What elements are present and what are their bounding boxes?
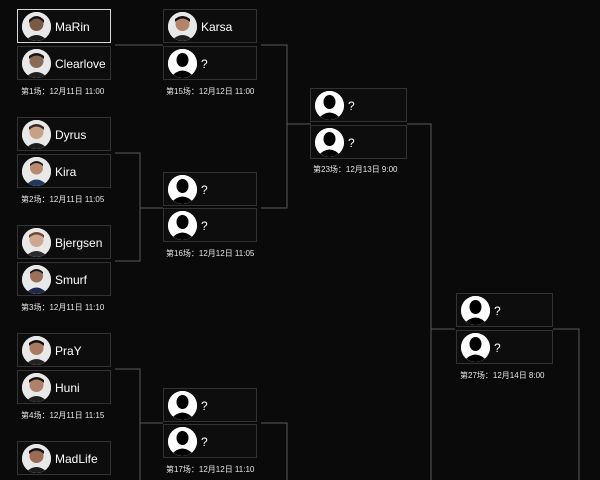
player-name: Karsa <box>201 20 233 34</box>
player-slot-tbd[interactable]: ? <box>456 330 553 364</box>
player-name: ? <box>348 99 355 113</box>
player-name: ? <box>348 136 355 150</box>
player-slot-tbd[interactable]: ? <box>310 125 407 159</box>
player-slot-huni[interactable]: Huni <box>17 370 111 404</box>
unknown-player-icon <box>315 91 344 120</box>
player-name: ? <box>494 304 501 318</box>
match-time: 第2场：12月11日 11:05 <box>21 195 105 204</box>
match-time: 第1场：12月11日 11:00 <box>21 87 105 96</box>
player-avatar <box>22 120 51 149</box>
player-name: Kira <box>55 165 77 179</box>
unknown-player-icon <box>461 296 490 325</box>
player-slot-tbd[interactable]: ? <box>163 388 257 422</box>
match-time: 第3场：12月11日 11:10 <box>21 303 105 312</box>
player-avatar <box>22 49 51 78</box>
player-slot-smurf[interactable]: Smurf <box>17 262 111 296</box>
player-name: ? <box>201 435 208 449</box>
player-name: Huni <box>55 381 80 395</box>
unknown-player-icon <box>168 211 197 240</box>
player-slot-marin[interactable]: MaRin <box>17 9 111 43</box>
player-name: PraY <box>55 344 82 358</box>
player-name: ? <box>201 57 208 71</box>
match-time: 第23场：12月13日 9:00 <box>313 165 398 174</box>
player-avatar <box>22 265 51 294</box>
player-avatar <box>168 12 197 41</box>
player-avatar <box>22 373 51 402</box>
unknown-player-icon <box>461 333 490 362</box>
player-name: ? <box>494 341 501 355</box>
match-time: 第15场：12月12日 11:00 <box>166 87 255 96</box>
match-time: 第17场：12月12日 11:10 <box>166 465 255 474</box>
player-name: ? <box>201 183 208 197</box>
player-slot-bjergsen[interactable]: Bjergsen <box>17 225 111 259</box>
player-avatar <box>22 157 51 186</box>
player-name: ? <box>201 219 208 233</box>
player-slot-pray[interactable]: PraY <box>17 333 111 367</box>
player-name: MadLife <box>55 452 98 466</box>
unknown-player-icon <box>168 49 197 78</box>
player-slot-kira[interactable]: Kira <box>17 154 111 188</box>
player-name: Smurf <box>55 273 88 287</box>
player-slot-tbd[interactable]: ? <box>163 172 257 206</box>
player-avatar <box>22 444 51 473</box>
player-slot-tbd[interactable]: ? <box>310 88 407 122</box>
player-name: Bjergsen <box>55 236 103 250</box>
player-name: Dyrus <box>55 128 87 142</box>
player-slot-madlife[interactable]: MadLife <box>17 441 111 475</box>
player-slot-tbd[interactable]: ? <box>163 208 257 242</box>
player-avatar <box>22 228 51 257</box>
player-slot-tbd[interactable]: ? <box>163 46 257 80</box>
player-slot-clearlove[interactable]: Clearlove <box>17 46 111 80</box>
match-time: 第4场：12月11日 11:15 <box>21 411 105 420</box>
player-name: ? <box>201 399 208 413</box>
player-slot-tbd[interactable]: ? <box>163 424 257 458</box>
player-slot-dyrus[interactable]: Dyrus <box>17 117 111 151</box>
match-time: 第16场：12月12日 11:05 <box>166 249 255 258</box>
unknown-player-icon <box>168 427 197 456</box>
match-time: 第27场：12月14日 8:00 <box>460 371 545 380</box>
player-name: Clearlove <box>55 57 106 71</box>
player-name: MaRin <box>55 20 90 34</box>
unknown-player-icon <box>168 391 197 420</box>
unknown-player-icon <box>168 175 197 204</box>
player-avatar <box>22 336 51 365</box>
player-slot-karsa[interactable]: Karsa <box>163 9 257 43</box>
player-slot-tbd[interactable]: ? <box>456 293 553 327</box>
unknown-player-icon <box>315 128 344 157</box>
player-avatar <box>22 12 51 41</box>
